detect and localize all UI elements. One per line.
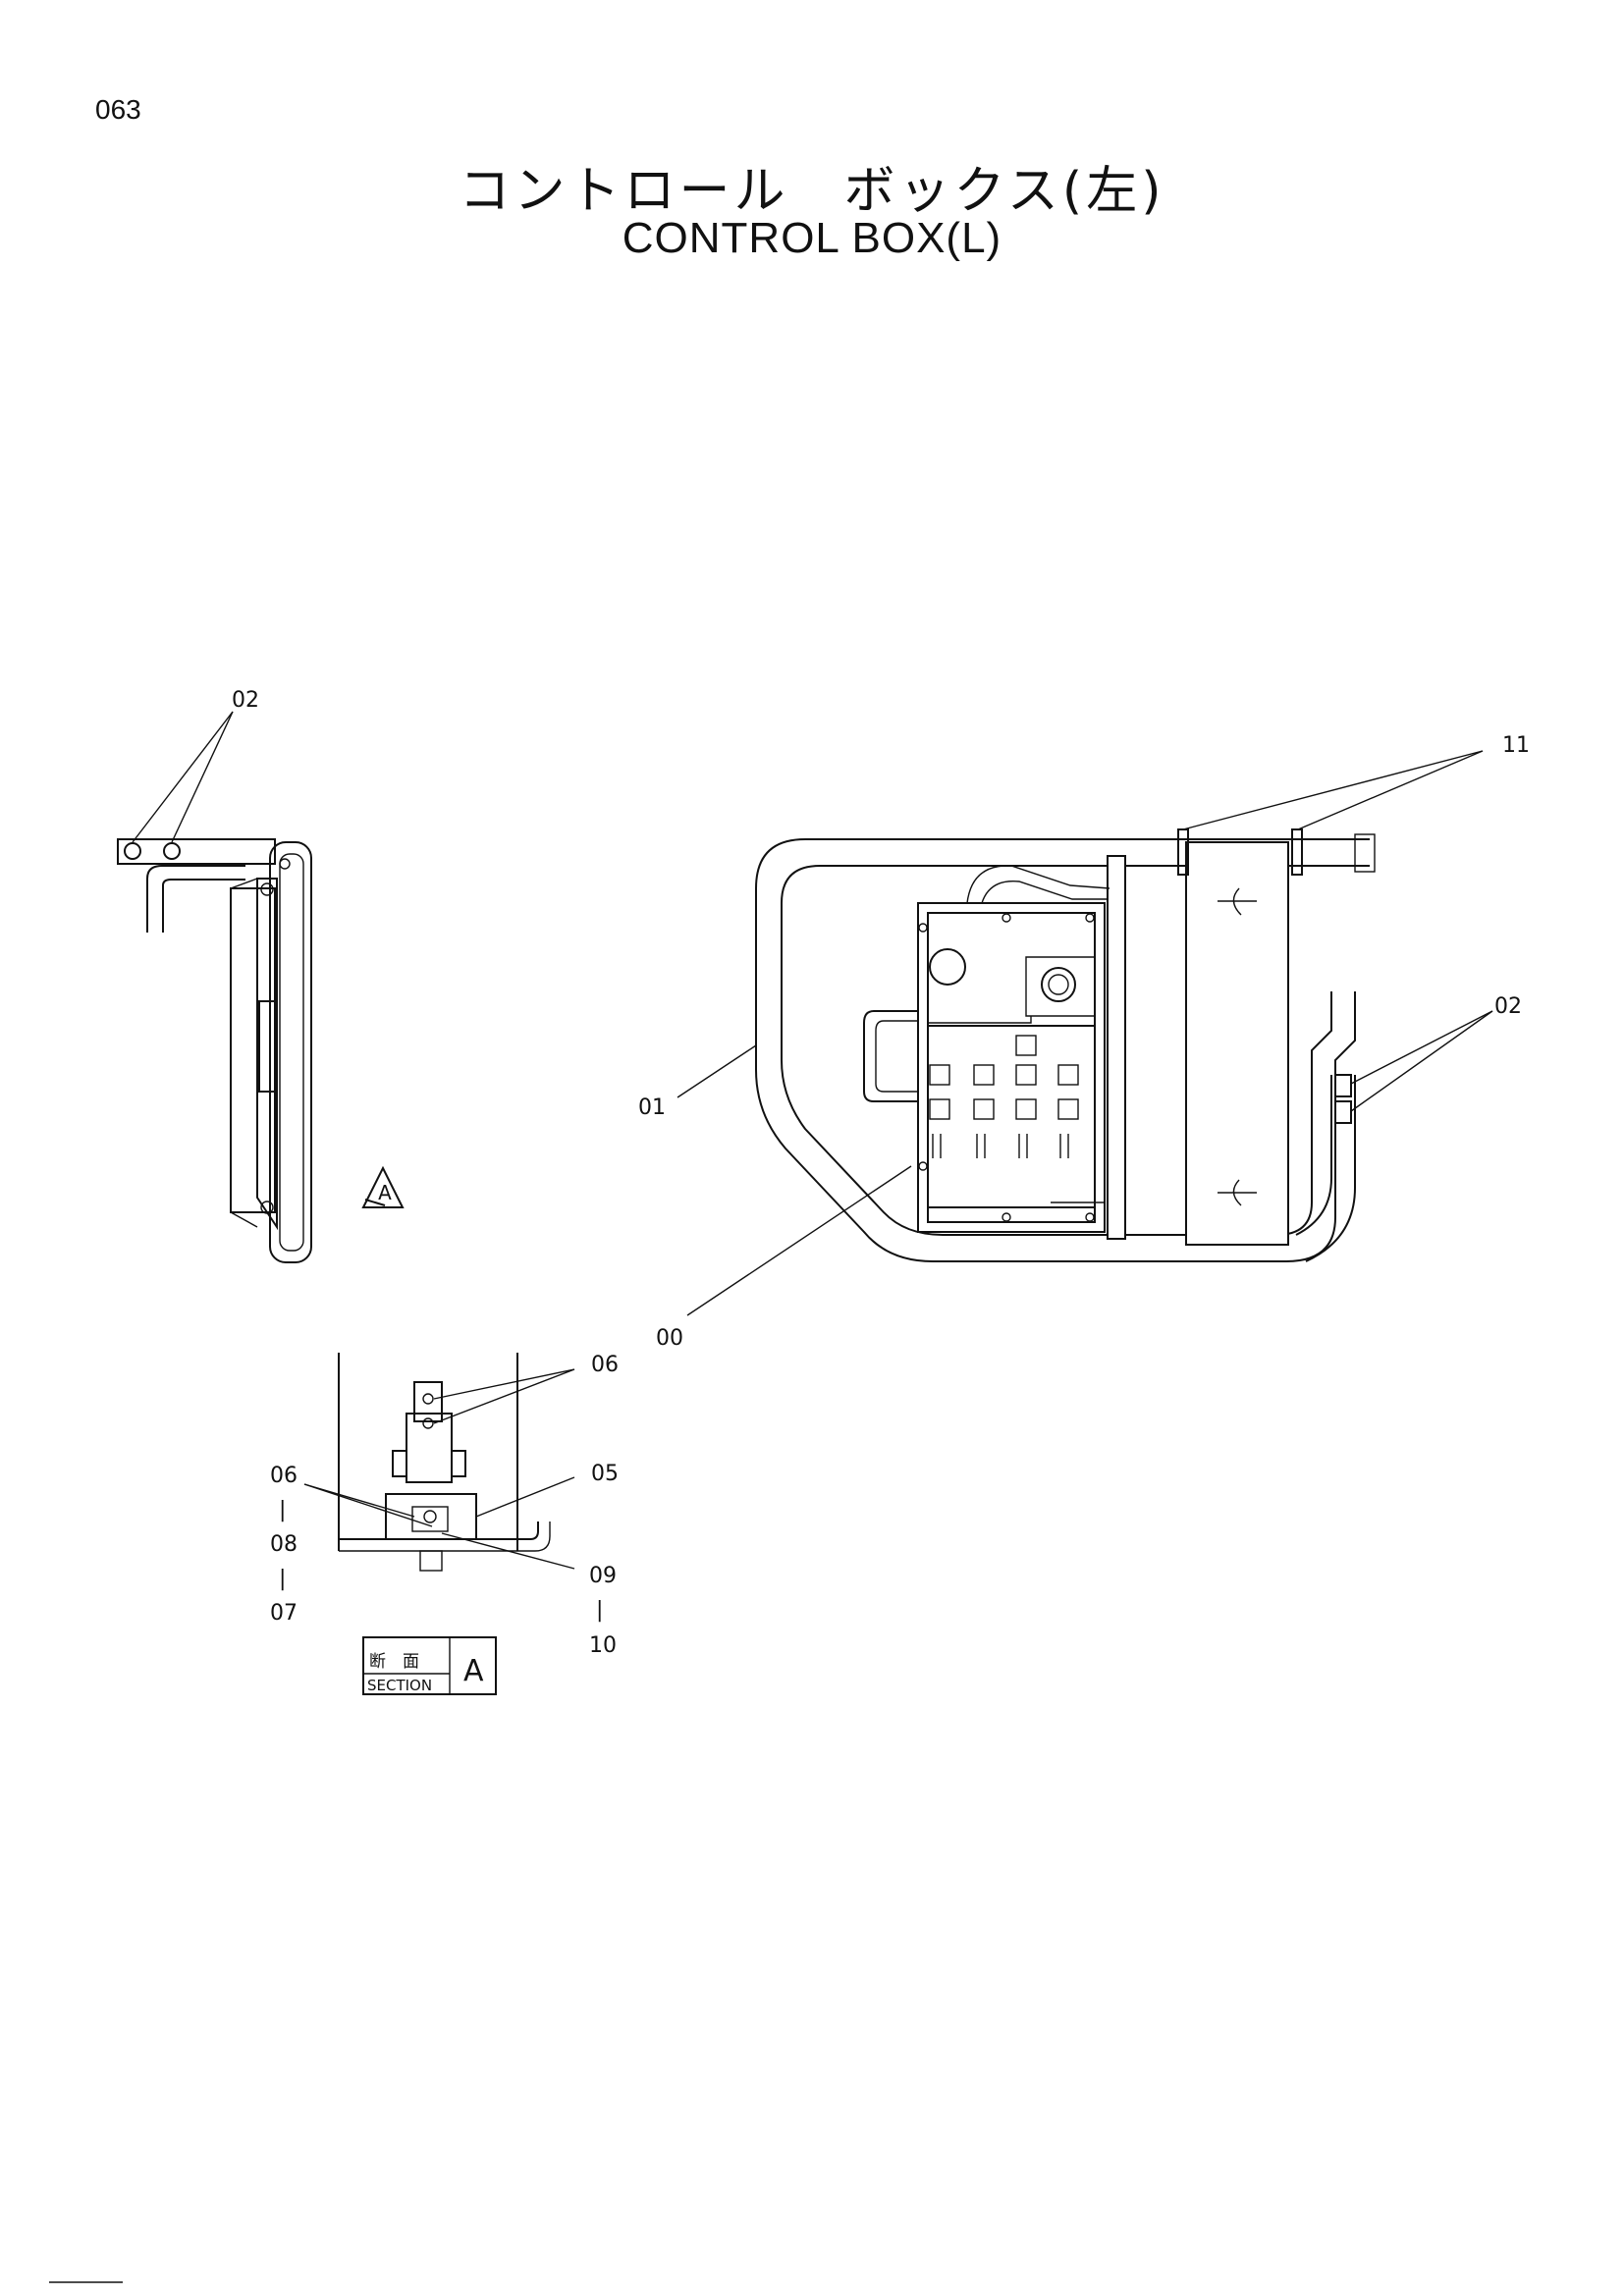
- section-label-kanji: 断 面: [369, 1652, 419, 1672]
- section-label-letter: A: [463, 1654, 484, 1688]
- section-a-view: 06 06 | 08 | 07 05 09 | 10 断 面 SECTION A: [270, 1353, 619, 1695]
- callout-separator-2: |: [279, 1567, 286, 1591]
- title-english: CONTROL BOX(L): [622, 214, 1002, 262]
- main-view: 01 00 11 02: [638, 733, 1530, 1351]
- callout-11: 11: [1502, 733, 1530, 758]
- side-view: A 02: [117, 688, 405, 1263]
- callout-05: 05: [591, 1462, 619, 1486]
- callout-06-left: 06: [270, 1464, 298, 1488]
- callout-separator-3: |: [596, 1598, 603, 1623]
- view-marker-letter: A: [378, 1181, 392, 1204]
- callout-00: 00: [656, 1326, 683, 1351]
- callout-08: 08: [270, 1532, 298, 1557]
- callout-separator-1: |: [279, 1498, 286, 1522]
- callout-09: 09: [589, 1564, 617, 1588]
- callout-06-top: 06: [591, 1353, 619, 1377]
- switch-grid: [929, 1035, 1079, 1158]
- title-japanese: コントロール ボックス(左): [459, 162, 1165, 221]
- callout-07: 07: [270, 1601, 298, 1626]
- section-label-text: SECTION: [367, 1677, 432, 1694]
- callout-02-main: 02: [1494, 994, 1522, 1019]
- callout-02-side: 02: [232, 688, 259, 713]
- callout-01: 01: [638, 1095, 666, 1120]
- page-number: 063: [95, 94, 141, 125]
- callout-10: 10: [589, 1633, 617, 1658]
